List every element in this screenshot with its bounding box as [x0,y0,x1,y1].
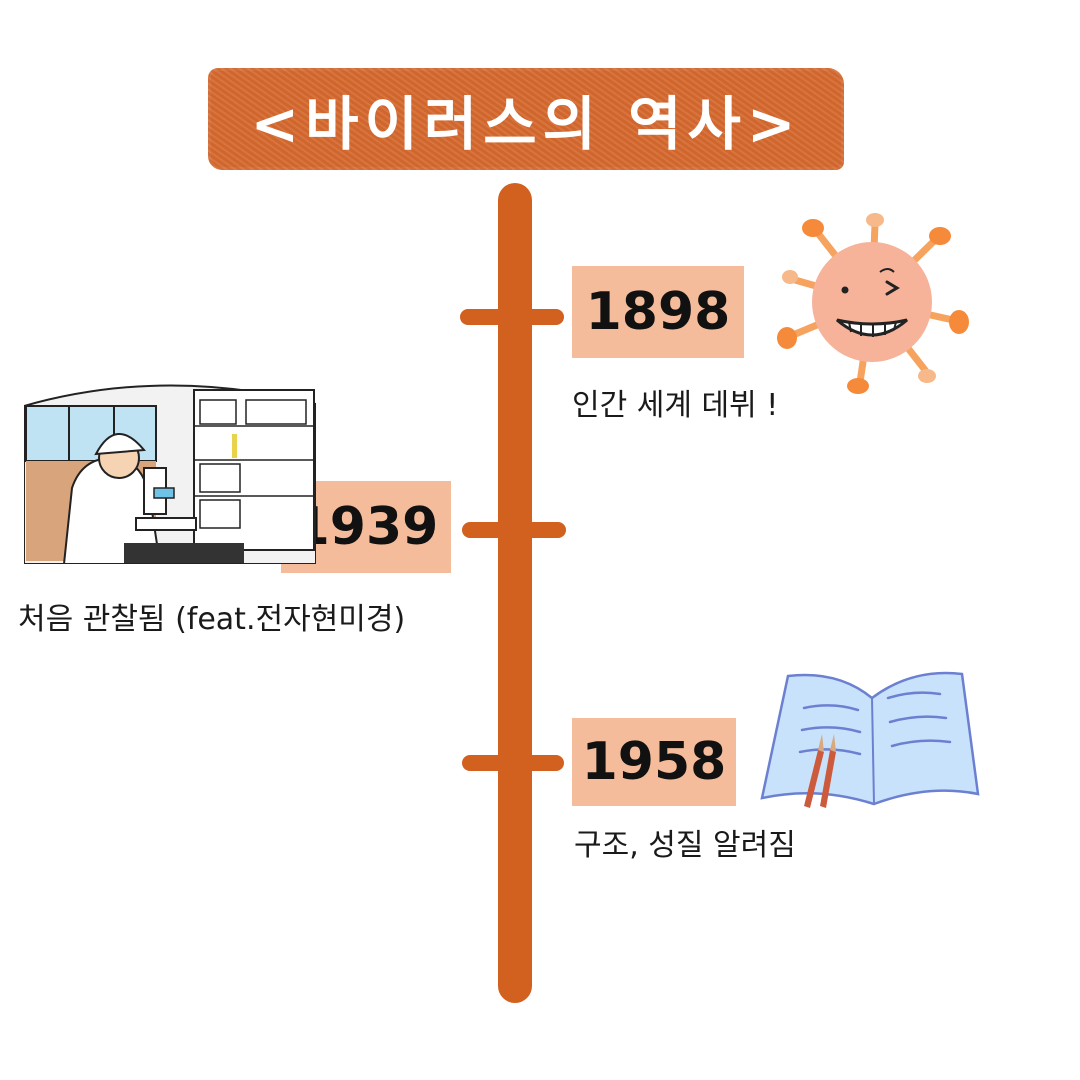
year-label: 1939 [293,497,439,557]
virus-icon [777,213,969,394]
scientist-microscope-illustration [24,378,316,564]
year-label: 1898 [585,282,731,342]
notebook-pencils-icon [760,671,980,808]
year-label: 1958 [581,732,727,792]
year-box-1958: 1958 [572,718,736,806]
year-box-1898: 1898 [572,266,744,358]
timeline-bar [498,183,532,1003]
timeline-tick-1939 [462,522,566,538]
page-title: <바이러스의 역사> [250,90,802,158]
timeline-tick-1898 [460,309,564,325]
event-caption-1898: 인간 세계 데뷔 ! [572,388,779,423]
event-caption-1958: 구조, 성질 알려짐 [574,828,796,863]
event-caption-1939: 처음 관찰됨 (feat.전자현미경) [18,602,406,637]
title-banner: <바이러스의 역사> [208,68,844,170]
timeline-tick-1958 [462,755,564,771]
